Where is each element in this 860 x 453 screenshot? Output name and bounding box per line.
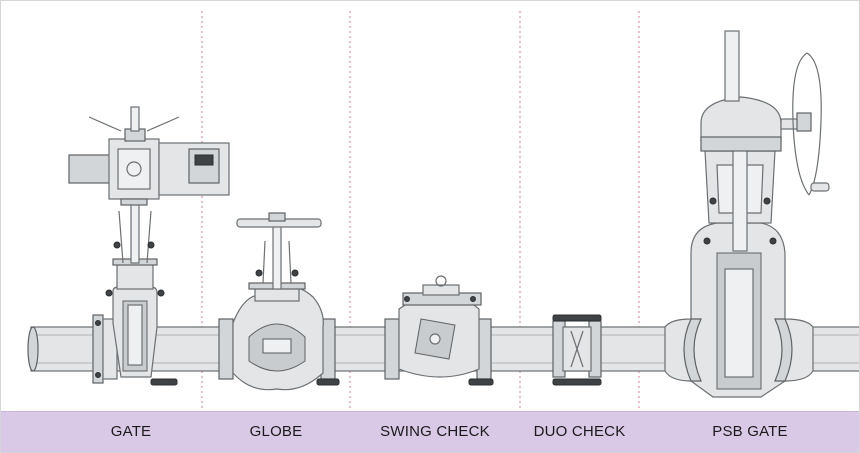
section-dividers [201, 11, 640, 411]
pipe-left-end [27, 326, 39, 372]
psb-gate-valve-icon [664, 30, 830, 398]
label-gate: GATE [110, 423, 152, 440]
label-swing-check: SWING CHECK [380, 423, 490, 440]
globe-valve-icon [218, 212, 340, 391]
valve-illustration [27, 11, 859, 411]
label-globe: GLOBE [249, 423, 303, 440]
duo-check-valve-icon [552, 314, 602, 386]
label-psb-gate: PSB GATE [712, 423, 788, 440]
gate-valve-icon [68, 106, 230, 386]
swing-check-valve-icon [384, 275, 494, 386]
label-duo-check: DUO CHECK [533, 423, 626, 440]
section-label-bar: GATE GLOBE SWING CHECK DUO CHECK PSB GAT… [1, 411, 859, 452]
